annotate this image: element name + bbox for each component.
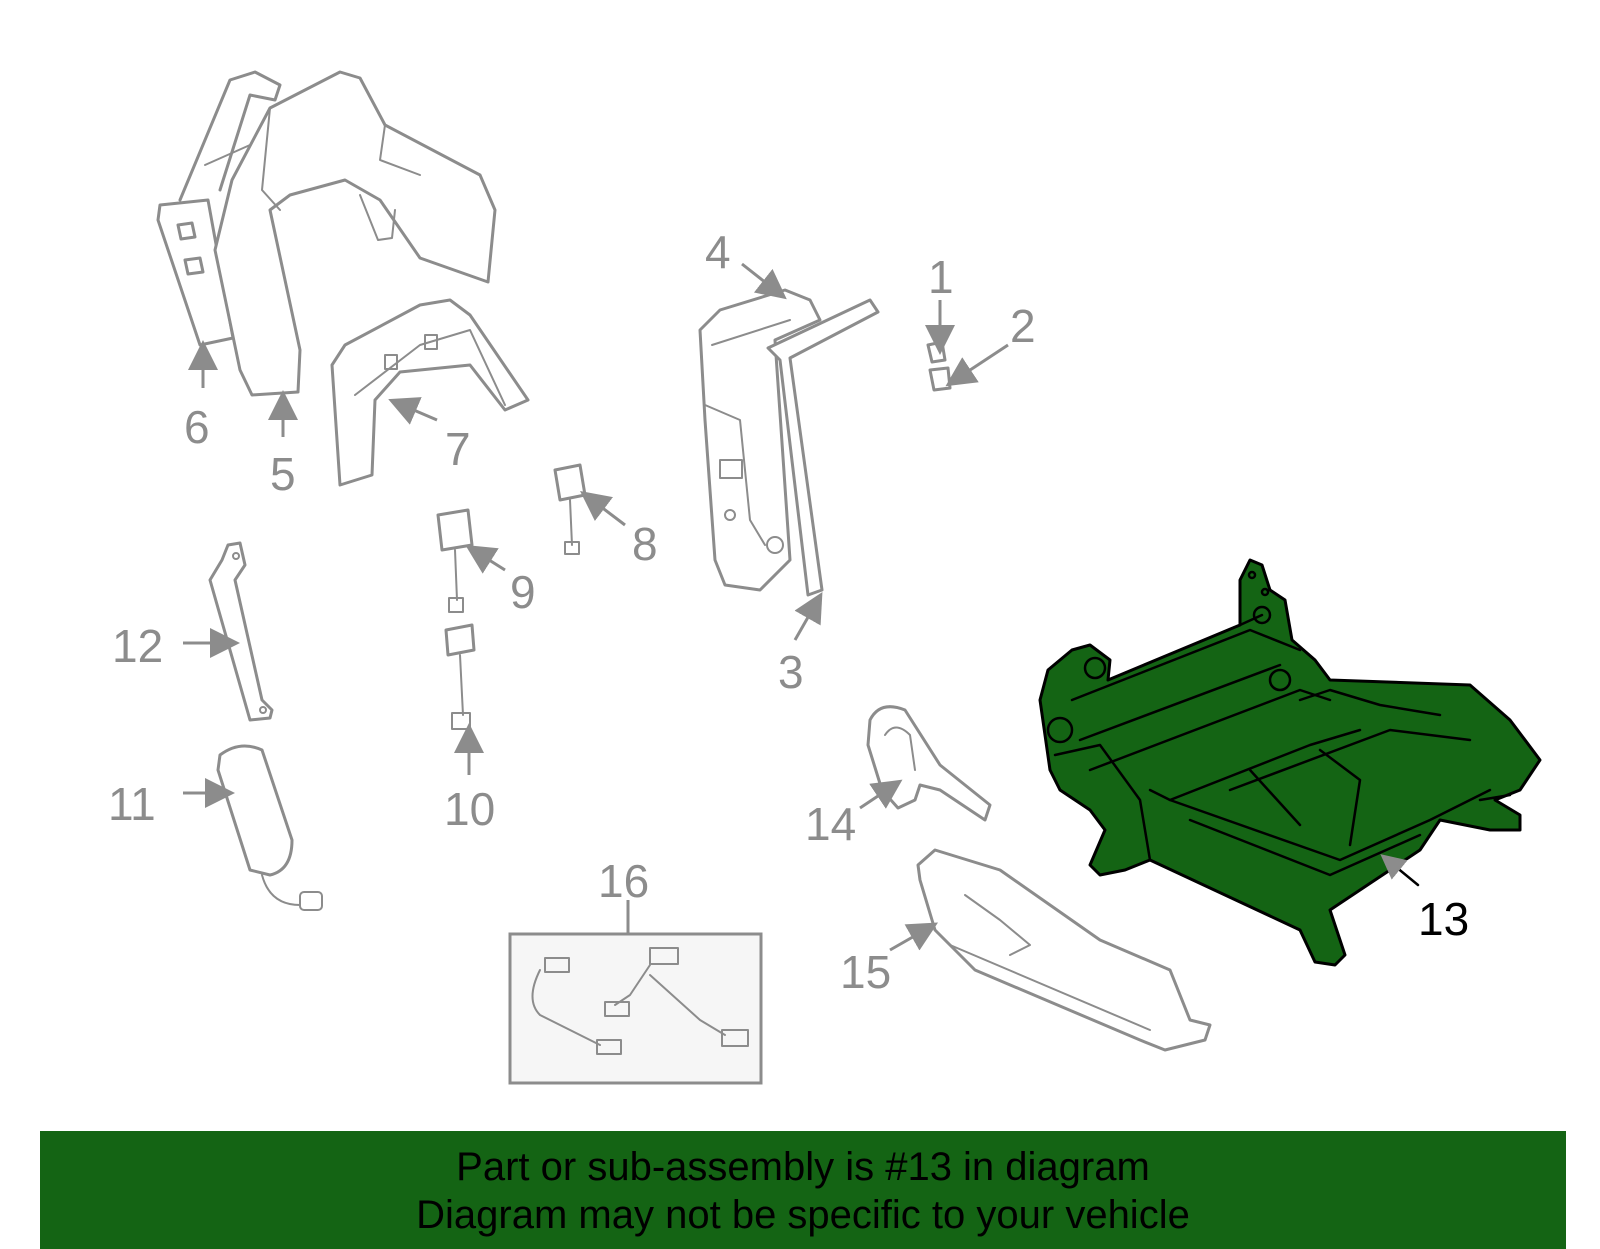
callout-4: 4 xyxy=(705,226,731,278)
part-3-frame-bar[interactable] xyxy=(766,298,880,597)
callout-10: 10 xyxy=(444,783,495,835)
banner-line-1: Part or sub-assembly is #13 in diagram xyxy=(456,1145,1150,1189)
callout-8: 8 xyxy=(632,518,658,570)
callout-3: 3 xyxy=(778,646,804,698)
part-8-sensor[interactable] xyxy=(553,463,587,555)
callout-14: 14 xyxy=(805,798,856,850)
callout-7: 7 xyxy=(445,423,471,475)
part-15-side-shield[interactable] xyxy=(916,848,1212,1052)
callout-13: 13 xyxy=(1418,893,1469,945)
callout-16: 16 xyxy=(598,855,649,907)
part-9-sensor[interactable] xyxy=(436,508,474,613)
part-11-airbag[interactable] xyxy=(216,744,323,911)
part-7-back-panel[interactable] xyxy=(330,298,530,487)
callout-6: 6 xyxy=(184,401,210,453)
callout-labels: 6 5 7 4 1 2 8 9 3 12 11 10 14 16 15 13 xyxy=(108,226,1469,998)
callout-15: 15 xyxy=(840,946,891,998)
callout-2: 2 xyxy=(1010,300,1036,352)
part-16-wire-harness-box[interactable] xyxy=(508,932,763,1085)
part-12-bracket[interactable] xyxy=(208,541,274,722)
callout-9: 9 xyxy=(510,566,536,618)
callout-12: 12 xyxy=(112,620,163,672)
part-2-clip[interactable] xyxy=(928,366,952,392)
part-10-wire[interactable] xyxy=(444,623,476,730)
part-1-clip[interactable] xyxy=(926,340,947,364)
leader-lines xyxy=(183,262,1420,952)
part-5-seatback-cover[interactable] xyxy=(213,70,497,397)
diagram-notice-banner: Part or sub-assembly is #13 in diagram D… xyxy=(40,1131,1566,1249)
callout-11: 11 xyxy=(108,778,156,830)
part-14-trim[interactable] xyxy=(866,705,992,822)
banner-line-2: Diagram may not be specific to your vehi… xyxy=(416,1193,1190,1237)
callout-5: 5 xyxy=(270,448,296,500)
part-13-seat-cushion-assembly[interactable] xyxy=(1038,558,1542,967)
callout-1: 1 xyxy=(928,251,954,303)
